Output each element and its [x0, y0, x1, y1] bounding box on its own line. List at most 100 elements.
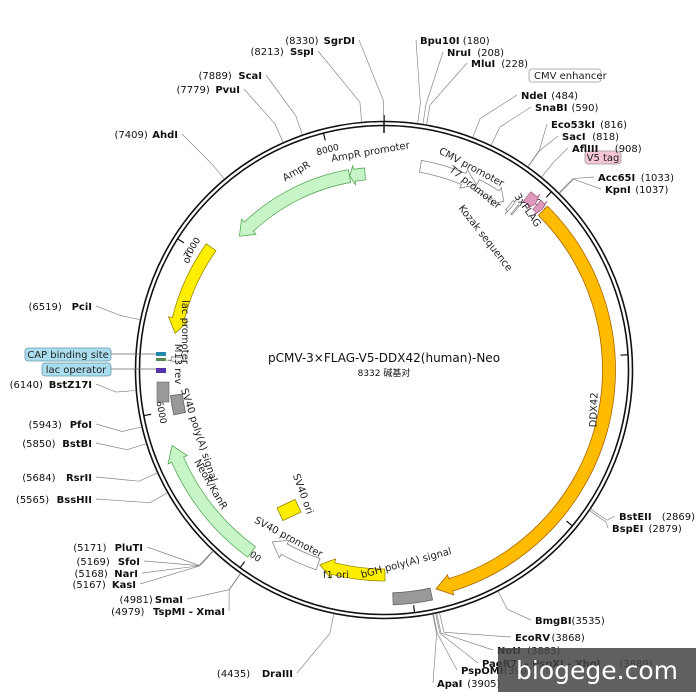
site-smai: SmaI(4981): [120, 573, 241, 606]
site-bsshii: BssHII(5565): [16, 492, 168, 506]
site-leader: [181, 133, 212, 164]
feature-label-text: lac promoter: [179, 300, 190, 365]
site-name: BstZ17I: [49, 380, 92, 391]
site-leader: [425, 51, 444, 105]
feature-label-text: V5 tag: [587, 153, 620, 164]
site-name: MluI: [471, 59, 495, 70]
site-name: BstEII: [619, 512, 652, 523]
site-pos: (818): [592, 132, 619, 143]
site-pos: (7779): [177, 85, 210, 96]
feature-lac-promoter: [167, 356, 188, 363]
site-pos: (908): [615, 144, 642, 155]
site-leader: [95, 305, 121, 316]
label-box: [41, 362, 112, 377]
site-leader: [573, 178, 602, 190]
site-pos: (208): [477, 48, 504, 59]
site-name: KasI: [112, 580, 136, 591]
cap-site-mark: [156, 352, 166, 356]
site-leader: [553, 147, 569, 162]
site-mlui: MluI(228): [426, 59, 528, 125]
site-pos: (4981): [120, 595, 153, 606]
lac-operator-text: lac operator: [46, 365, 107, 376]
site-leader: [122, 426, 142, 432]
site-pcii: PciI(6519): [29, 302, 141, 320]
site-leader: [95, 498, 151, 504]
site-name: SfoI: [118, 557, 140, 568]
cap-binding-site-text: CAP binding site: [27, 350, 109, 361]
site-name: SspI: [290, 47, 314, 58]
site-leader: [296, 633, 331, 674]
site-leader: [443, 631, 512, 638]
feature-label-text: f1 ori: [323, 570, 349, 581]
site-leader: [440, 632, 494, 651]
site-afliii: AflIII (908): [541, 144, 642, 178]
site-leader: [429, 62, 468, 106]
backbone-circle: [134, 115, 634, 620]
site-name: BstBI: [62, 439, 92, 450]
tick-label-6000: 6000: [153, 400, 167, 425]
site-name: NruI: [447, 48, 471, 59]
site-leader: [415, 39, 421, 104]
site-pos: (5850): [22, 439, 55, 450]
site-leader: [590, 508, 608, 521]
site-name: KpnI: [605, 185, 631, 196]
plasmid-name: pCMV-3×FLAG-V5-DDX42(human)-Neo: [268, 351, 500, 365]
site-name: AflIII: [572, 144, 598, 155]
site-snabi: SnaBI(590): [490, 103, 598, 146]
site-tspmi-xmai: TspMI - XmaI(4979): [111, 573, 242, 618]
site-leader: [358, 39, 384, 102]
site-leader: [138, 472, 158, 482]
feature-sv40-promoter: [271, 539, 321, 571]
site-name: DraIII: [262, 669, 293, 680]
site-name: Bpu10I: [420, 36, 460, 47]
site-leader: [432, 614, 437, 634]
site-name: BssHII: [57, 495, 92, 506]
feature-sv40-poly-a-signal: [170, 393, 186, 416]
site-sspi: SspI (8213): [251, 47, 363, 123]
site-leader: [439, 632, 479, 664]
site-pos: (3535): [572, 616, 605, 627]
feature-ori: [167, 243, 217, 334]
sv40-polya-box: [156, 381, 170, 403]
site-leader: [139, 565, 200, 585]
sv40-ori-box: [276, 498, 302, 522]
site-eco53ki: Eco53kI(816): [527, 120, 627, 167]
m13-rev-label: M13 rev: [172, 344, 183, 385]
feature-label-ampr: AmpR: [281, 160, 312, 184]
site-leader: [606, 515, 616, 521]
feature-cmv-promoter: [473, 178, 505, 205]
cap-binding-site-label: CAP binding site: [24, 347, 156, 362]
site-pos: (8213): [251, 47, 284, 58]
site-leader: [115, 390, 136, 393]
site-kasi: KasI(5167): [73, 551, 214, 591]
site-leader: [432, 633, 437, 684]
feature-label-cmv-enhancer: CMV enhancer: [528, 68, 608, 83]
site-name: NarI: [114, 569, 138, 580]
site-leader: [539, 135, 559, 151]
site-leader: [437, 633, 458, 671]
site-leader: [228, 573, 242, 591]
feature-label-ddx42: DDX42: [588, 392, 600, 427]
site-name: TspMI - XmaI: [153, 607, 225, 618]
site-name: RsrII: [66, 473, 92, 484]
feature-label-f1-ori: f1 ori: [323, 570, 349, 581]
site-leader: [426, 104, 431, 125]
site-pos: (5171): [73, 543, 106, 554]
site-name: SmaI: [155, 595, 183, 606]
feature-label-text: AmpR: [281, 160, 312, 184]
feature-ampr-promoter: [349, 165, 367, 186]
site-pos: (3905): [467, 679, 500, 690]
site-pos: (3868): [552, 633, 585, 644]
site-name: BspEI: [612, 524, 643, 535]
feature-f1-ori: [319, 558, 386, 582]
feature-label-ampr-promoter: AmpR promoter: [330, 140, 411, 165]
site-nrui: NruI (208): [422, 48, 504, 125]
site-leader: [295, 115, 303, 135]
site-pos: (8330): [285, 36, 318, 47]
site-leader: [317, 50, 361, 103]
site-leader: [490, 127, 501, 146]
feature-v5-tag: [532, 199, 548, 216]
feature-label-text: AmpR promoter: [330, 140, 411, 165]
site-leader: [572, 176, 595, 179]
